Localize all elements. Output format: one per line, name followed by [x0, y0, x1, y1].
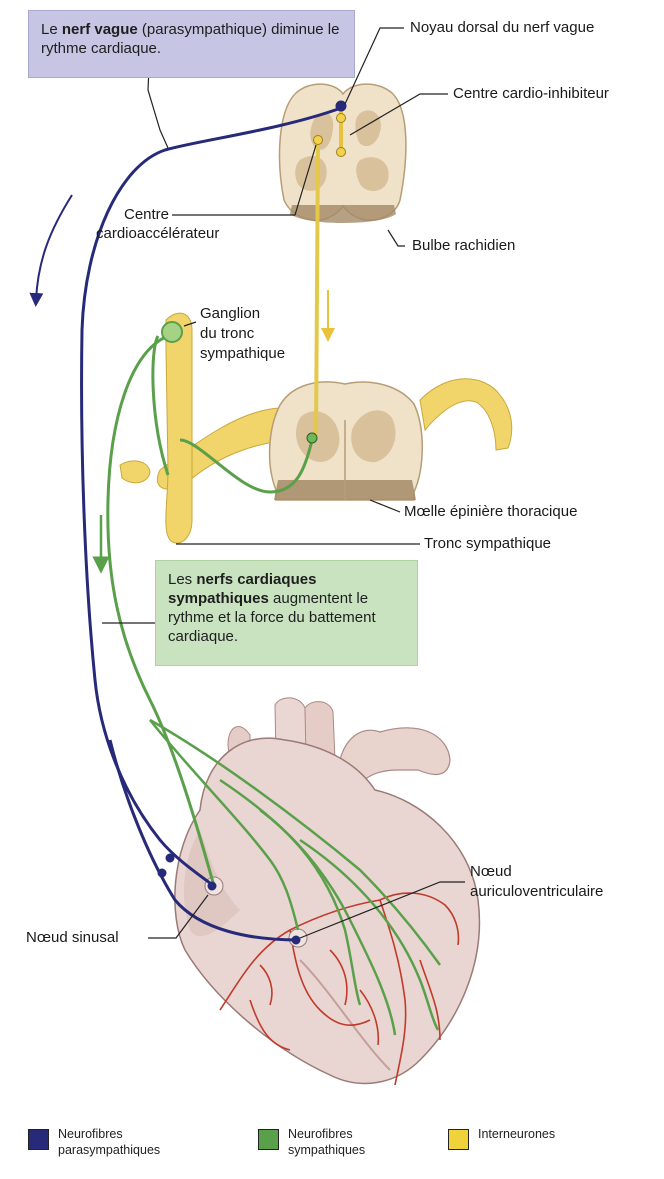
label-noeud-av-1: Nœud: [470, 862, 512, 881]
label-noyau-dorsal: Noyau dorsal du nerf vague: [410, 18, 594, 37]
para-callout-prefix: Le: [41, 21, 62, 38]
sympathetic-callout: Les nerfs cardiaques sympathiques augmen…: [155, 560, 418, 666]
label-moelle: Mœlle épinière thoracique: [404, 502, 577, 521]
legend-sympathetic-line2: sympathiques: [288, 1142, 365, 1158]
label-ganglion-3: sympathique: [200, 344, 285, 363]
label-bulbe: Bulbe rachidien: [412, 236, 515, 255]
legend-swatch-yellow: [448, 1129, 469, 1150]
label-noeud-sinusal: Nœud sinusal: [26, 928, 119, 947]
label-centre-inhibiteur: Centre cardio-inhibiteur: [453, 84, 609, 103]
legend-item-parasympathetic: Neurofibres parasympathiques: [28, 1126, 160, 1158]
legend-swatch-blue: [28, 1129, 49, 1150]
label-ganglion-2: du tronc: [200, 324, 254, 343]
label-tronc: Tronc sympathique: [424, 534, 551, 553]
legend-sympathetic-line1: Neurofibres: [288, 1126, 365, 1142]
legend-swatch-green: [258, 1129, 279, 1150]
label-centre-accelerateur-1: Centre: [124, 205, 169, 224]
legend-interneurons-line1: Interneurones: [478, 1126, 555, 1142]
label-ganglion-1: Ganglion: [200, 304, 260, 323]
label-noeud-av-2: auriculoventriculaire: [470, 882, 603, 901]
parasympathetic-callout: Le nerf vague (parasympathique) diminue …: [28, 10, 355, 78]
symp-callout-prefix: Les: [168, 571, 196, 588]
legend-parasympathetic-line1: Neurofibres: [58, 1126, 160, 1142]
legend-item-interneurons: Interneurones: [448, 1126, 555, 1150]
label-centre-accelerateur-2: cardioaccélérateur: [96, 224, 219, 243]
heart-illustration: [175, 698, 480, 1085]
legend-item-sympathetic: Neurofibres sympathiques: [258, 1126, 365, 1158]
para-callout-bold: nerf vague: [62, 21, 138, 38]
legend-parasympathetic-line2: parasympathiques: [58, 1142, 160, 1158]
